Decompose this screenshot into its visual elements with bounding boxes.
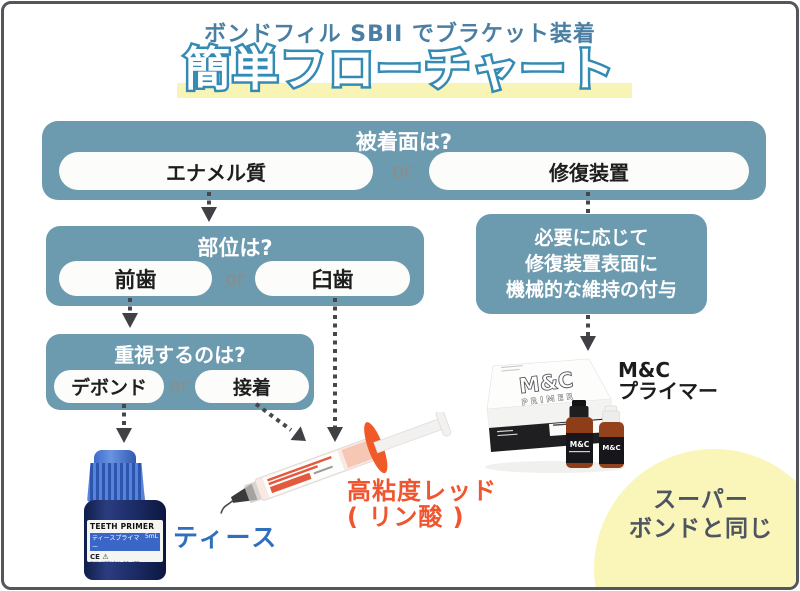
bottle-label: TEETH PRIMER ティースプライマー 5mL CE ⚠ SUN MEDI… <box>87 520 163 562</box>
note-line-1: 必要に応じて <box>534 227 649 249</box>
arrowhead-icon <box>580 336 596 351</box>
mc-bottle-label <box>599 437 624 464</box>
option-molar: 臼歯 <box>255 261 410 296</box>
or-label-2: or <box>225 267 245 290</box>
bottle-label-strip: ティースプライマー 5mL <box>90 533 160 551</box>
mc-bottle-label-line <box>569 451 590 453</box>
kit-box-fineprint <box>501 368 520 372</box>
kit-box-fineprint <box>501 365 524 369</box>
arrowhead-icon <box>201 207 217 222</box>
option-adhesion: 接着 <box>195 370 309 403</box>
mc-primer-callout: M&C プライマー <box>618 360 718 402</box>
teeth-primer-callout: ティース <box>173 523 279 552</box>
or-label-3: or <box>169 376 189 397</box>
etchant-callout: 高粘度レッド ( リン酸 ) <box>347 478 497 530</box>
mc-callout-line2: プライマー <box>618 379 718 403</box>
syringe-label-line <box>267 456 332 482</box>
bottle-label-name: ティースプライマー <box>92 535 140 551</box>
kit-band-fineprint <box>497 433 518 437</box>
question-adherend: 被着面は? <box>355 130 453 154</box>
mc-bottle-label-text: M&C <box>570 440 590 449</box>
arrowhead-icon <box>116 428 132 443</box>
syringe-label-line <box>268 465 319 486</box>
etchant-syringe <box>220 412 452 514</box>
bottle-label-title: TEETH PRIMER <box>90 522 155 531</box>
poster-title-outline: 簡単フローチャート <box>182 40 617 99</box>
question-priority: 重視するのは? <box>114 343 246 367</box>
bottle-cap <box>87 463 145 502</box>
syringe-plunger <box>373 418 444 454</box>
option-enamel: エナメル質 <box>59 152 373 190</box>
teeth-primer-bottle: TEETH PRIMER ティースプライマー 5mL CE ⚠ SUN MEDI… <box>84 450 166 580</box>
mc-bottle-white-cap <box>602 410 620 424</box>
syringe-label-block <box>269 472 312 494</box>
option-restoration: 修復装置 <box>429 152 749 190</box>
poster-title-text: 簡単フローチャート <box>184 42 616 96</box>
superbond-badge-text: スーパー ボンドと同じ <box>596 486 796 544</box>
etchant-callout-line2: ( リン酸 ) <box>347 503 465 531</box>
option-anterior: 前歯 <box>59 261 212 296</box>
syringe-contents <box>341 440 375 468</box>
flow-box-site: 部位は? 前歯 or 臼歯 <box>46 226 424 306</box>
note-box-retention: 必要に応じて 修復装置表面に 機械的な維持の付与 <box>476 214 707 314</box>
question-site: 部位は? <box>197 236 273 260</box>
mc-primer-kit: M&C PRIMER M&C M&C <box>485 358 625 473</box>
etchant-callout-line1: 高粘度レッド <box>347 477 497 505</box>
kit-band-fineprint <box>497 429 514 433</box>
or-label-1: or <box>392 160 412 182</box>
mc-bottle-label-text: M&C <box>602 444 620 452</box>
mc-bottle-black-cap <box>569 406 589 419</box>
note-line-2: 修復装置表面に <box>524 253 658 275</box>
flow-box-priority: 重視するのは? デボンド or 接着 <box>46 334 314 410</box>
syringe-needle <box>220 500 233 514</box>
arrowhead-icon <box>122 313 138 328</box>
poster-title: 簡単フローチャート 簡単フローチャート <box>4 40 796 104</box>
badge-line2: ボンドと同じ <box>629 516 773 542</box>
bottle-label-size: 5mL <box>144 533 158 540</box>
badge-line1: スーパー <box>653 487 749 513</box>
option-debond: デボンド <box>54 370 164 403</box>
bottle-cap-top <box>94 450 136 466</box>
title-highlight-band <box>177 83 632 98</box>
poster-subtitle: ボンドフィル SBII でブラケット装着 <box>204 22 596 47</box>
flow-box-adherend: 被着面は? エナメル質 or 修復装置 <box>42 121 766 200</box>
syringe-label-line <box>313 465 333 475</box>
bottle-label-marks: CE ⚠ <box>90 553 109 561</box>
note-line-3: 機械的な維持の付与 <box>505 279 677 301</box>
mc-bottle-label <box>566 433 593 463</box>
mc-callout-line1: M&C <box>618 358 671 382</box>
mc-bottle-black-cap-top <box>572 400 586 407</box>
syringe-thumb-rest <box>435 412 452 437</box>
